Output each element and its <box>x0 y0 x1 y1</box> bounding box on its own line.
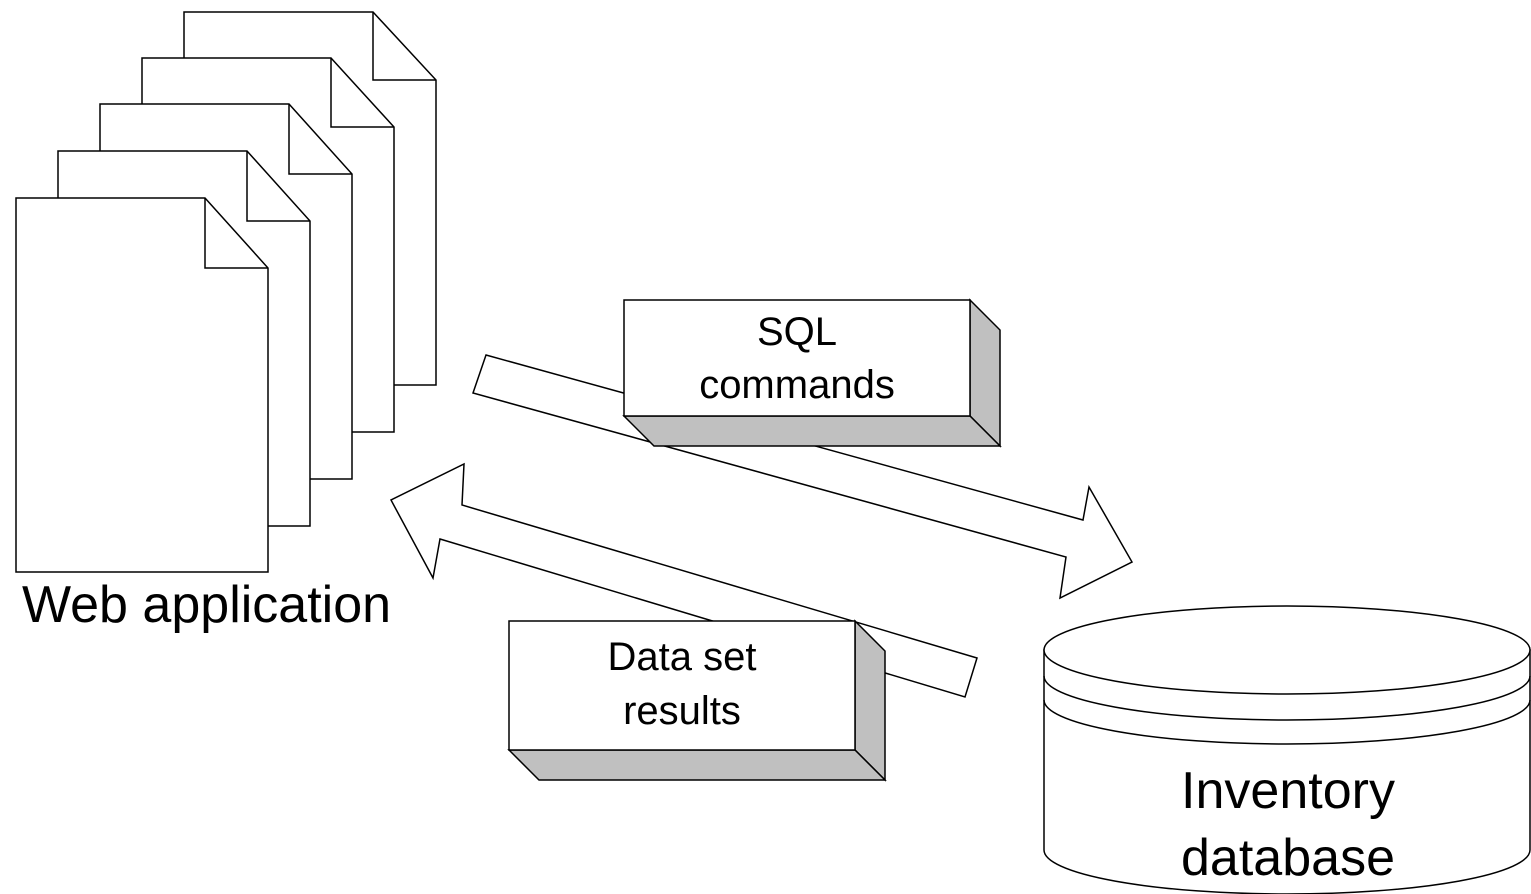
sql-commands-label-line-1: SQL <box>757 310 837 354</box>
cylinder-database-icon: Inventory database <box>1043 605 1531 894</box>
document-stack-icon <box>15 11 437 573</box>
document-page <box>15 197 269 573</box>
data-set-results-label-line-1: Data set <box>608 635 757 679</box>
inventory-database-label-line-2: database <box>1181 829 1395 887</box>
web-application-label: Web application <box>22 576 391 634</box>
sql-commands-box: SQL commands <box>622 298 1002 448</box>
sql-commands-label-line-2: commands <box>699 363 895 407</box>
data-set-results-label-line-2: results <box>623 689 741 733</box>
inventory-database-label-line-1: Inventory <box>1181 762 1395 820</box>
data-set-results-box: Data set results <box>507 619 887 782</box>
